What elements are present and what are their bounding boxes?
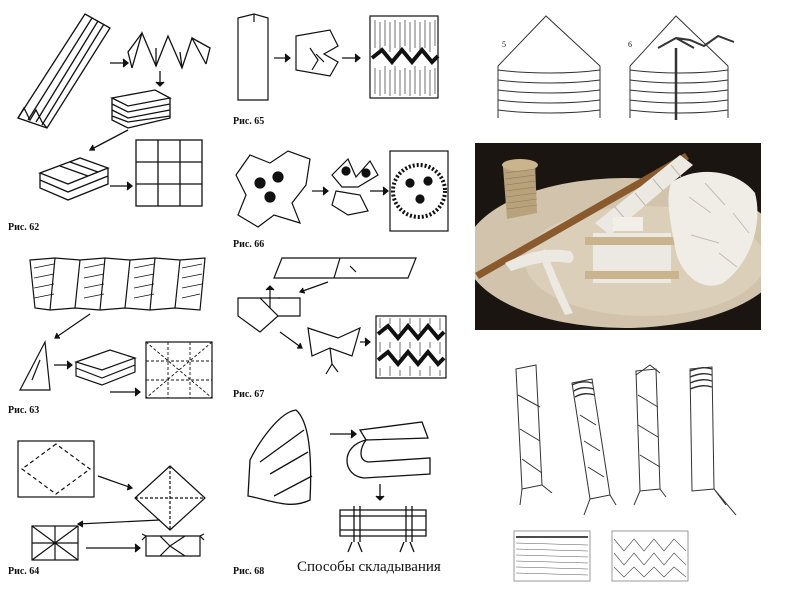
page-caption: Способы складывания — [297, 559, 441, 575]
fig64-illustration — [10, 436, 220, 566]
fig65-label: Рис. 65 — [233, 116, 265, 127]
fig66-label: Рис. 66 — [233, 239, 265, 250]
fig64-label: Рис. 64 — [8, 566, 40, 577]
fig63-label: Рис. 63 — [8, 405, 40, 416]
fig62-illustration — [10, 8, 220, 223]
tie-dye-photo — [475, 143, 761, 330]
fig67-label: Рис. 67 — [233, 389, 265, 400]
rolled-fabric-drawings — [500, 355, 740, 595]
fig65-illustration — [230, 8, 450, 108]
top-right-fold-drawings — [490, 10, 750, 130]
step-number-6: 6 — [628, 40, 632, 49]
fig62-label: Рис. 62 — [8, 222, 40, 233]
fig68-label: Рис. 68 — [233, 566, 265, 577]
step-number-5: 5 — [502, 40, 506, 49]
fig67-illustration — [230, 252, 450, 382]
fig63-illustration — [10, 250, 220, 400]
fig66-illustration — [230, 145, 450, 235]
fig68-illustration — [230, 400, 450, 560]
